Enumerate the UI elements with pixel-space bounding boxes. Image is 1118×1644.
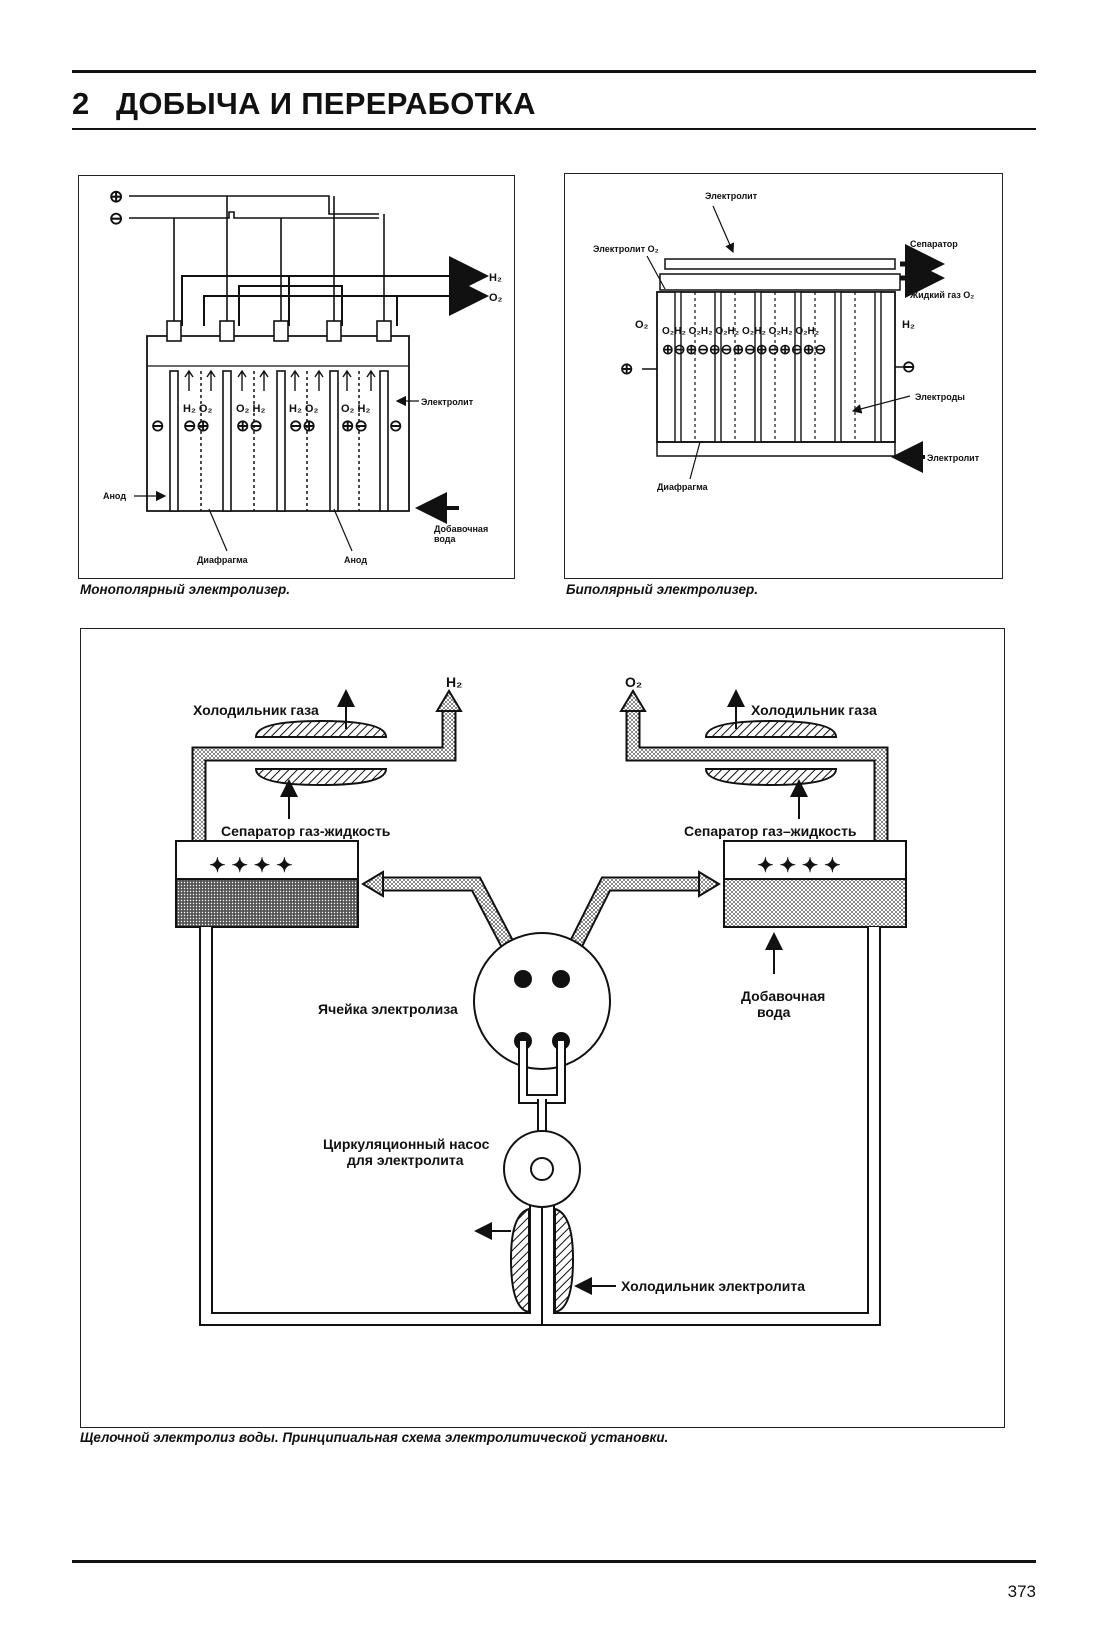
o2-output-label: O₂ [625,674,642,690]
h2-output-label: H₂ [446,674,462,690]
svg-text:O₂ H₂: O₂ H₂ [236,403,265,415]
cell-stack [656,291,896,443]
electrolyte-o2-label: Электролит O₂ [593,244,659,254]
bus-bars [129,195,385,331]
gas-cooler-left [254,689,388,819]
gas-lines [181,275,449,326]
svg-text:O₂H₂ O₂H₂ O₂H₂ O₂H₂ O₂H₂ O₂H₂: O₂H₂ O₂H₂ O₂H₂ O₂H₂ O₂H₂ O₂H₂ [662,326,819,337]
anode-label-left: Анод [103,491,126,501]
pump-label-2: для электролита [347,1152,464,1168]
svg-text:⊖: ⊖ [389,418,402,435]
gas-cooler-left-label: Холодильник газа [193,702,319,718]
top-rule [72,70,1036,73]
monopolar-caption: Монополярный электролизер. [80,582,291,597]
main-caption: Щелочной электролиз воды. Принципиальная… [80,1430,669,1445]
svg-text:⊖: ⊖ [151,418,164,435]
alkaline-electrolysis-figure: H₂ O₂ Холодильник газа Холодильник газа … [80,628,1005,1428]
minus-terminal: ⊖ [109,209,123,228]
svg-text:⊖⊕: ⊖⊕ [289,418,316,435]
liquid-gas-label: Жидкий газ O₂ [909,290,974,300]
electrolysis-scheme: H₂ O₂ Холодильник газа Холодильник газа … [175,674,907,1326]
chapter-title: ДОБЫЧА И ПЕРЕРАБОТКА [116,86,536,121]
separator-label: Сепаратор [910,239,958,249]
tank-body [146,335,410,512]
electrolyte-label: Электролит [421,397,474,407]
makeup-water-label-2: вода [434,534,457,544]
bipolar-electrodes [674,291,882,443]
heading-rule [72,128,1036,130]
page-number: 373 [1007,1582,1036,1601]
diaphragm-label: Диафрагма [657,482,709,492]
separator-right-label: Сепаратор газ–жидкость [684,823,857,839]
svg-text:⊕⊖: ⊕⊖ [341,418,368,435]
o2-outlet-label: O₂ [489,292,503,304]
monopolar-figure: ⊕ ⊖ H₂ O₂ [78,175,515,579]
h2-side-label: H₂ [902,319,915,331]
electrolyte-top-label: Электролит [705,191,758,201]
o2-side-label: O₂ [635,319,649,331]
electrodes [166,320,392,512]
gas-cooler-right-label: Холодильник газа [751,702,877,718]
bipolar-diagram: Электролит Электролит O₂ Сепаратор Жидки… [593,191,980,492]
gas-cooler-right [704,689,838,819]
svg-text:⊕⊖⊕⊖⊕⊖⊕⊖⊕⊖⊕⊖⊕⊖: ⊕⊖⊕⊖⊕⊖⊕⊖⊕⊖⊕⊖⊕⊖ [662,341,826,357]
h2-outlet-label: H₂ [489,272,502,284]
separator-left: ✦ ✦ ✦ ✦ [175,840,359,928]
svg-text:✦ ✦ ✦ ✦: ✦ ✦ ✦ ✦ [757,855,841,877]
bottom-rule [72,1560,1036,1563]
svg-text:✦ ✦ ✦ ✦: ✦ ✦ ✦ ✦ [209,855,293,877]
pump-label-1: Циркуляционный насос [323,1136,490,1152]
electrolyte-bottom-label: Электролит [927,453,980,463]
makeup-water-label-2: вода [757,1004,791,1020]
chapter-heading: 2 ДОБЫЧА И ПЕРЕРАБОТКА [72,86,536,122]
diaphragms [200,371,360,511]
electrolyte-cooler-label: Холодильник электролита [621,1278,805,1294]
separator-left-label: Сепаратор газ-жидкость [221,823,391,839]
separator-right: ✦ ✦ ✦ ✦ [723,840,907,928]
diaphragm-label: Диафрагма [197,555,249,565]
electrolysis-cell [473,932,611,1070]
bipolar-figure: Электролит Электролит O₂ Сепаратор Жидки… [564,173,1003,579]
svg-text:⊕⊖: ⊕⊖ [236,418,263,435]
anode-label-bottom: Анод [344,555,367,565]
plus-terminal: ⊕ [109,187,123,206]
bipolar-caption: Биполярный электролизер. [566,582,758,597]
makeup-water-label-1: Добавочная [741,988,825,1004]
svg-text:H₂ O₂: H₂ O₂ [289,403,318,415]
chapter-number: 2 [72,86,90,121]
svg-text:⊖⊕: ⊖⊕ [183,418,210,435]
svg-text:O₂ H₂: O₂ H₂ [341,403,370,415]
electrolyte-cooler [474,1207,616,1314]
makeup-water-label-1: Добавочная [434,524,488,534]
svg-text:⊕: ⊕ [620,361,633,378]
electrodes-label: Электроды [915,392,965,402]
svg-text:H₂ O₂: H₂ O₂ [183,403,212,415]
cell-label: Ячейка электролиза [318,1001,458,1017]
monopolar-diagram: ⊕ ⊖ H₂ O₂ [103,187,503,565]
